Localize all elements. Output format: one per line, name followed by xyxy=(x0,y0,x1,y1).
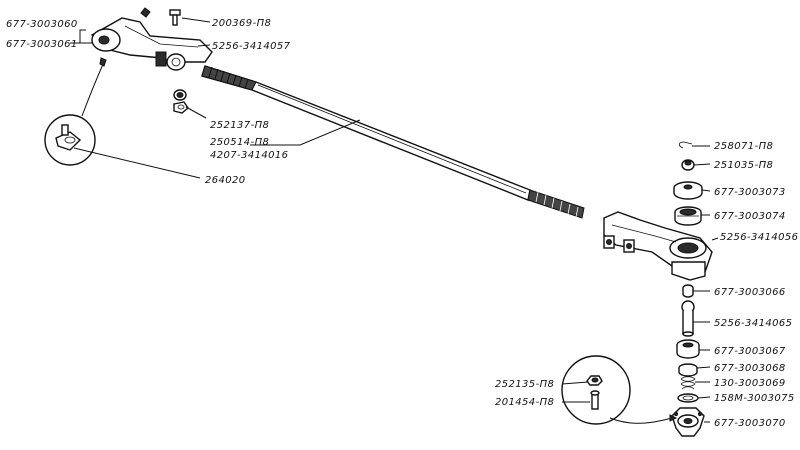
label-677-3003068: 677-3003068 xyxy=(714,363,786,374)
cotter-pin xyxy=(678,141,693,149)
label-158M-3003075: 158М-3003075 xyxy=(714,393,795,404)
spring-seat-right xyxy=(674,206,702,226)
label-252135-P8: 252135-П8 xyxy=(495,379,554,390)
left-nut xyxy=(173,89,189,114)
cap-right xyxy=(673,181,703,200)
grease-fitting-callout xyxy=(44,57,107,166)
label-5256-3414057: 5256-3414057 xyxy=(212,41,291,52)
label-677-3003070: 677-3003070 xyxy=(714,418,786,429)
right-tie-rod-end xyxy=(603,211,713,281)
bolt-callout xyxy=(561,355,678,425)
part-labels: 677-3003060 677-3003061 200369-П8 5256-3… xyxy=(6,18,798,429)
left-tie-rod-end xyxy=(90,17,213,71)
tie-rod xyxy=(201,65,585,219)
leader-lines xyxy=(70,17,719,423)
label-677-3003067: 677-3003067 xyxy=(714,346,786,357)
label-677-3003060: 677-3003060 xyxy=(6,19,78,30)
ring-677-3003067 xyxy=(676,339,700,359)
label-677-3003074: 677-3003074 xyxy=(714,211,786,222)
label-200369-P8: 200369-П8 xyxy=(212,18,271,29)
label-677-3003066: 677-3003066 xyxy=(714,287,786,298)
bushing-upper xyxy=(682,284,694,298)
label-258071-P8: 258071-П8 xyxy=(714,141,773,152)
label-251035-P8: 251035-П8 xyxy=(714,160,773,171)
castle-nut-right xyxy=(681,159,695,171)
small-screw-left xyxy=(140,7,151,18)
ball-pin xyxy=(681,300,695,337)
washer-677-3003068 xyxy=(678,363,698,377)
gasket-158M-3003075 xyxy=(677,393,699,403)
label-130-3003069: 130-3003069 xyxy=(714,378,786,389)
spring-130-3003069 xyxy=(680,376,696,390)
label-252137-P8: 252137-П8 xyxy=(210,120,269,131)
label-5256-3414065: 5256-3414065 xyxy=(714,318,792,329)
label-250514-P8: 250514-П8 xyxy=(210,137,269,148)
left-top-bolt xyxy=(169,9,181,26)
label-201454-P8: 201454-П8 xyxy=(495,397,554,408)
label-4207-3414016: 4207-3414016 xyxy=(210,150,288,161)
label-264020: 264020 xyxy=(205,175,246,186)
label-677-3003073: 677-3003073 xyxy=(714,187,786,198)
label-677-3003061: 677-3003061 xyxy=(6,39,78,50)
cover-677-3003070 xyxy=(671,407,705,437)
label-5256-3414056: 5256-3414056 xyxy=(720,232,798,243)
